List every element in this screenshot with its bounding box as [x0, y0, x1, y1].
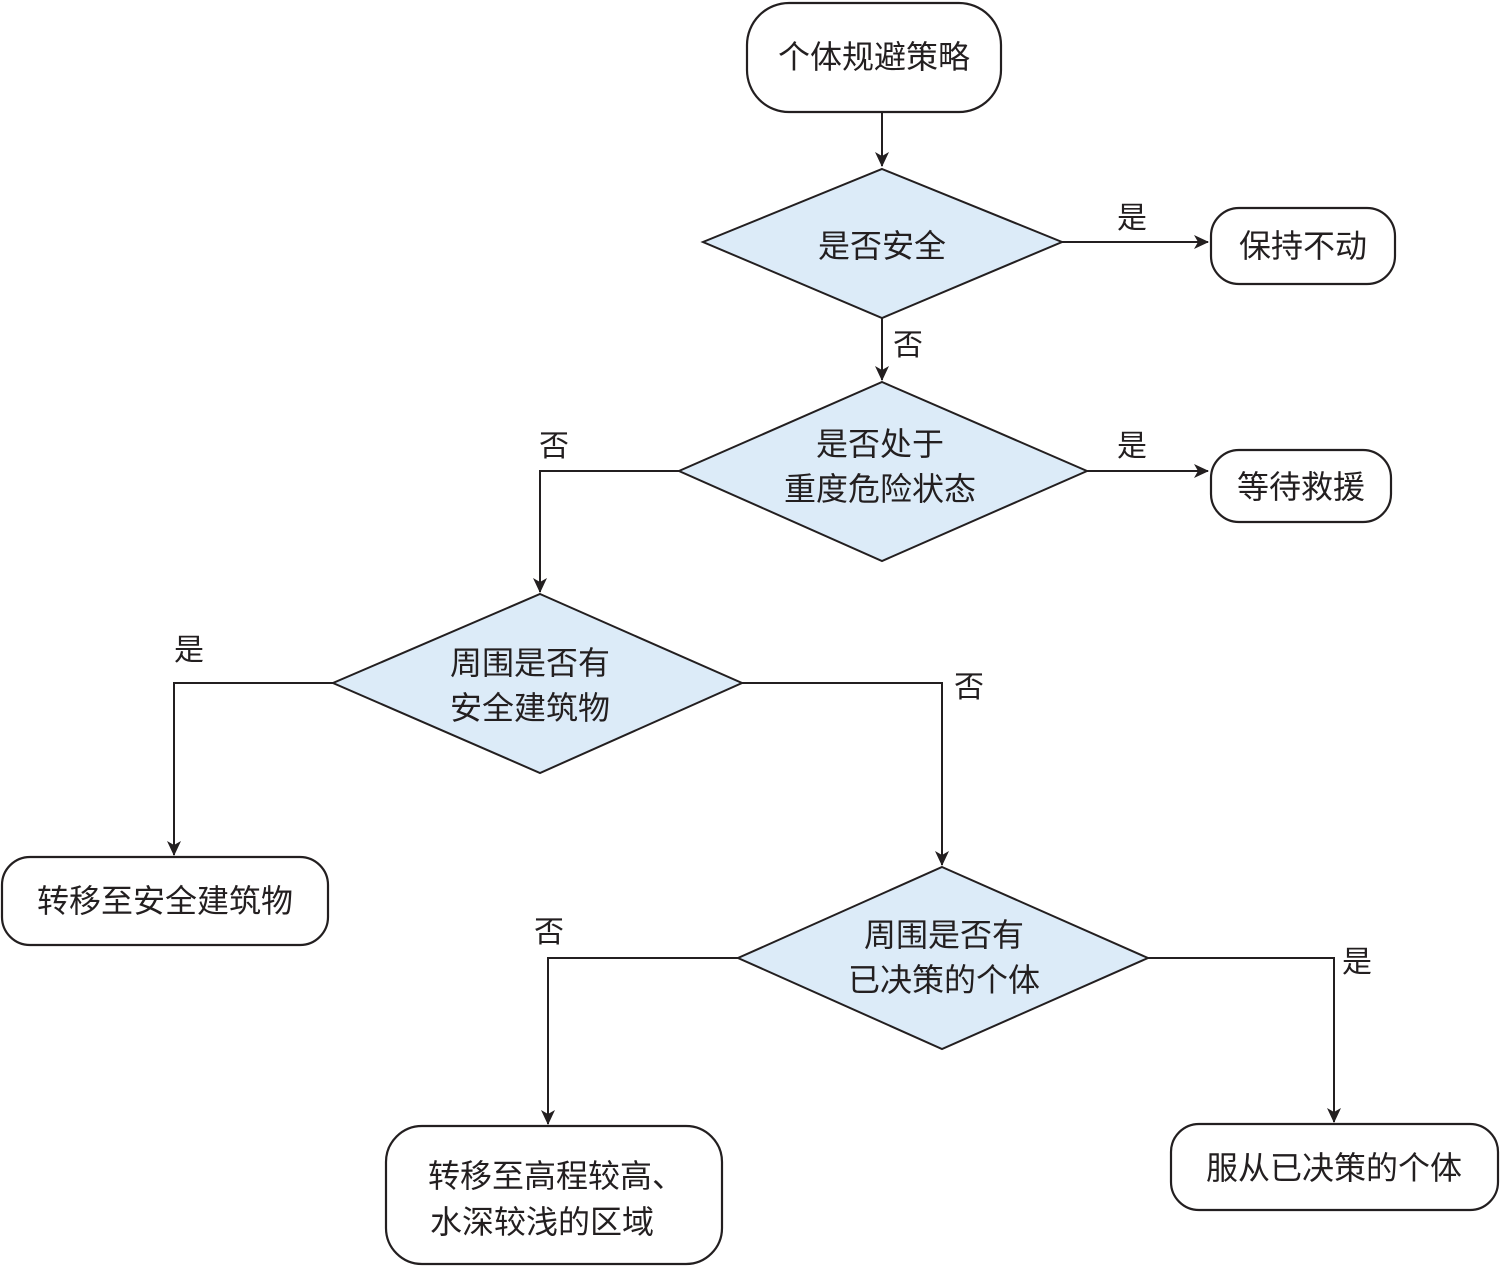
label-safe-building-yes: 是	[174, 633, 204, 668]
label-safe-building-no: 否	[954, 670, 984, 705]
decision-is-safe: 是否安全	[700, 167, 1065, 320]
node-stay-still: 保持不动	[1209, 206, 1397, 286]
node-move-to-building: 转移至安全建筑物	[0, 855, 330, 947]
decision-decided-individual: 周围是否有 已决策的个体	[735, 865, 1151, 1051]
edge-safe-building-no	[742, 682, 949, 866]
edge-decided-individual-yes	[1148, 957, 1341, 1123]
edge-decided-individual-no	[541, 957, 738, 1125]
label-is-safe-yes: 是	[1117, 201, 1147, 236]
node-start-label: 个体规避策略	[778, 38, 970, 76]
decision-severe-danger: 是否处于 重度危险状态	[676, 380, 1090, 563]
decision-safe-building: 周围是否有 安全建筑物	[330, 592, 745, 775]
node-follow-individual: 服从已决策的个体	[1169, 1122, 1500, 1212]
label-decided-individual-yes: 是	[1342, 945, 1372, 980]
decision-decided-individual-line1: 周围是否有	[864, 916, 1024, 954]
node-await-rescue-label: 等待救援	[1237, 468, 1365, 506]
label-is-safe-no: 否	[893, 328, 923, 363]
decision-decided-individual-line2: 已决策的个体	[848, 961, 1040, 999]
node-await-rescue: 等待救援	[1209, 448, 1393, 524]
decision-severe-danger-line2: 重度危险状态	[784, 470, 976, 508]
node-move-to-high-ground-line2: 水深较浅的区域	[430, 1203, 654, 1241]
node-stay-still-label: 保持不动	[1239, 227, 1367, 265]
node-move-to-high-ground-line1: 转移至高程较高、	[428, 1157, 684, 1195]
label-severe-danger-yes: 是	[1117, 429, 1147, 464]
node-start: 个体规避策略	[745, 1, 1003, 114]
decision-safe-building-line2: 安全建筑物	[450, 689, 610, 727]
decision-is-safe-label: 是否安全	[818, 227, 946, 265]
decision-severe-danger-line1: 是否处于	[816, 425, 944, 463]
edge-safe-building-yes	[167, 682, 333, 856]
label-severe-danger-no: 否	[539, 429, 569, 464]
edge-severe-danger-no	[533, 470, 679, 593]
node-move-to-building-label: 转移至安全建筑物	[37, 882, 293, 920]
label-decided-individual-no: 否	[534, 915, 564, 950]
node-move-to-high-ground: 转移至高程较高、 水深较浅的区域	[384, 1124, 724, 1266]
decision-safe-building-line1: 周围是否有	[450, 644, 610, 682]
node-follow-individual-label: 服从已决策的个体	[1206, 1149, 1462, 1187]
